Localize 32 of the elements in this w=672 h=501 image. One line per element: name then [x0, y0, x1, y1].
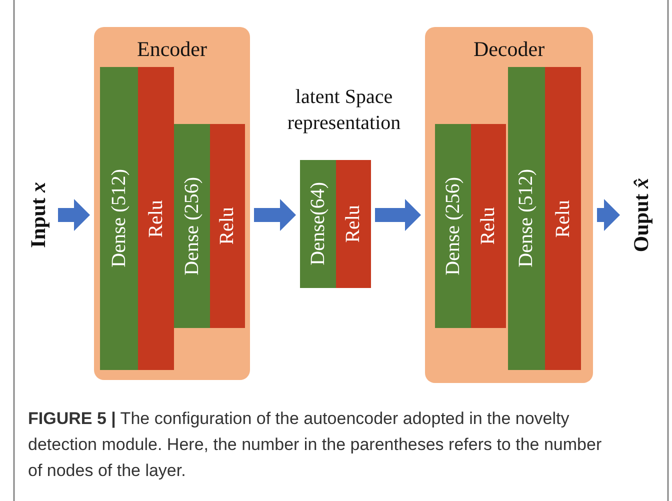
activation-layer-bar [138, 67, 174, 370]
layer-label: Dense (512) [108, 169, 130, 268]
block-arrow [254, 199, 296, 231]
module-panel [425, 27, 593, 383]
block-arrow [597, 199, 620, 231]
node-text: Input x [26, 182, 50, 248]
dense-layer-bar [300, 160, 336, 288]
node-text: Ouput x̂ [628, 178, 654, 252]
activation-layer-bar [336, 160, 371, 288]
layer-label: Relu [552, 200, 574, 238]
layer-label: Dense (512) [515, 169, 538, 268]
activation-layer-bar [210, 124, 245, 328]
layer-label: Relu [342, 205, 365, 243]
layer-label: Relu [216, 207, 239, 245]
latent-space-label: latent Space representation [286, 85, 402, 136]
dense-layer-bar [174, 124, 210, 328]
figure-caption: FIGURE 5 | The configuration of the autoencoder adopted in the novelty detection module. Here, the number in the parentheses refers to the number of nodes of the layer. [28, 408, 603, 482]
layer-label: Relu [144, 200, 168, 238]
dense-layer-bar [100, 67, 138, 370]
block-arrow [58, 199, 90, 231]
module-title: Encoder [136, 37, 208, 62]
module-title: Decoder [472, 37, 546, 62]
dense-layer-bar [508, 67, 545, 370]
layer-label: Dense (256) [180, 176, 204, 276]
block-arrow [375, 199, 421, 231]
module-panel [94, 27, 250, 380]
layer-label: Relu [477, 207, 500, 245]
dense-layer-bar [435, 124, 471, 328]
activation-layer-bar [545, 67, 581, 370]
activation-layer-bar [471, 124, 506, 328]
layer-label: Dense(64) [306, 182, 330, 266]
layer-label: Dense (256) [442, 176, 464, 276]
